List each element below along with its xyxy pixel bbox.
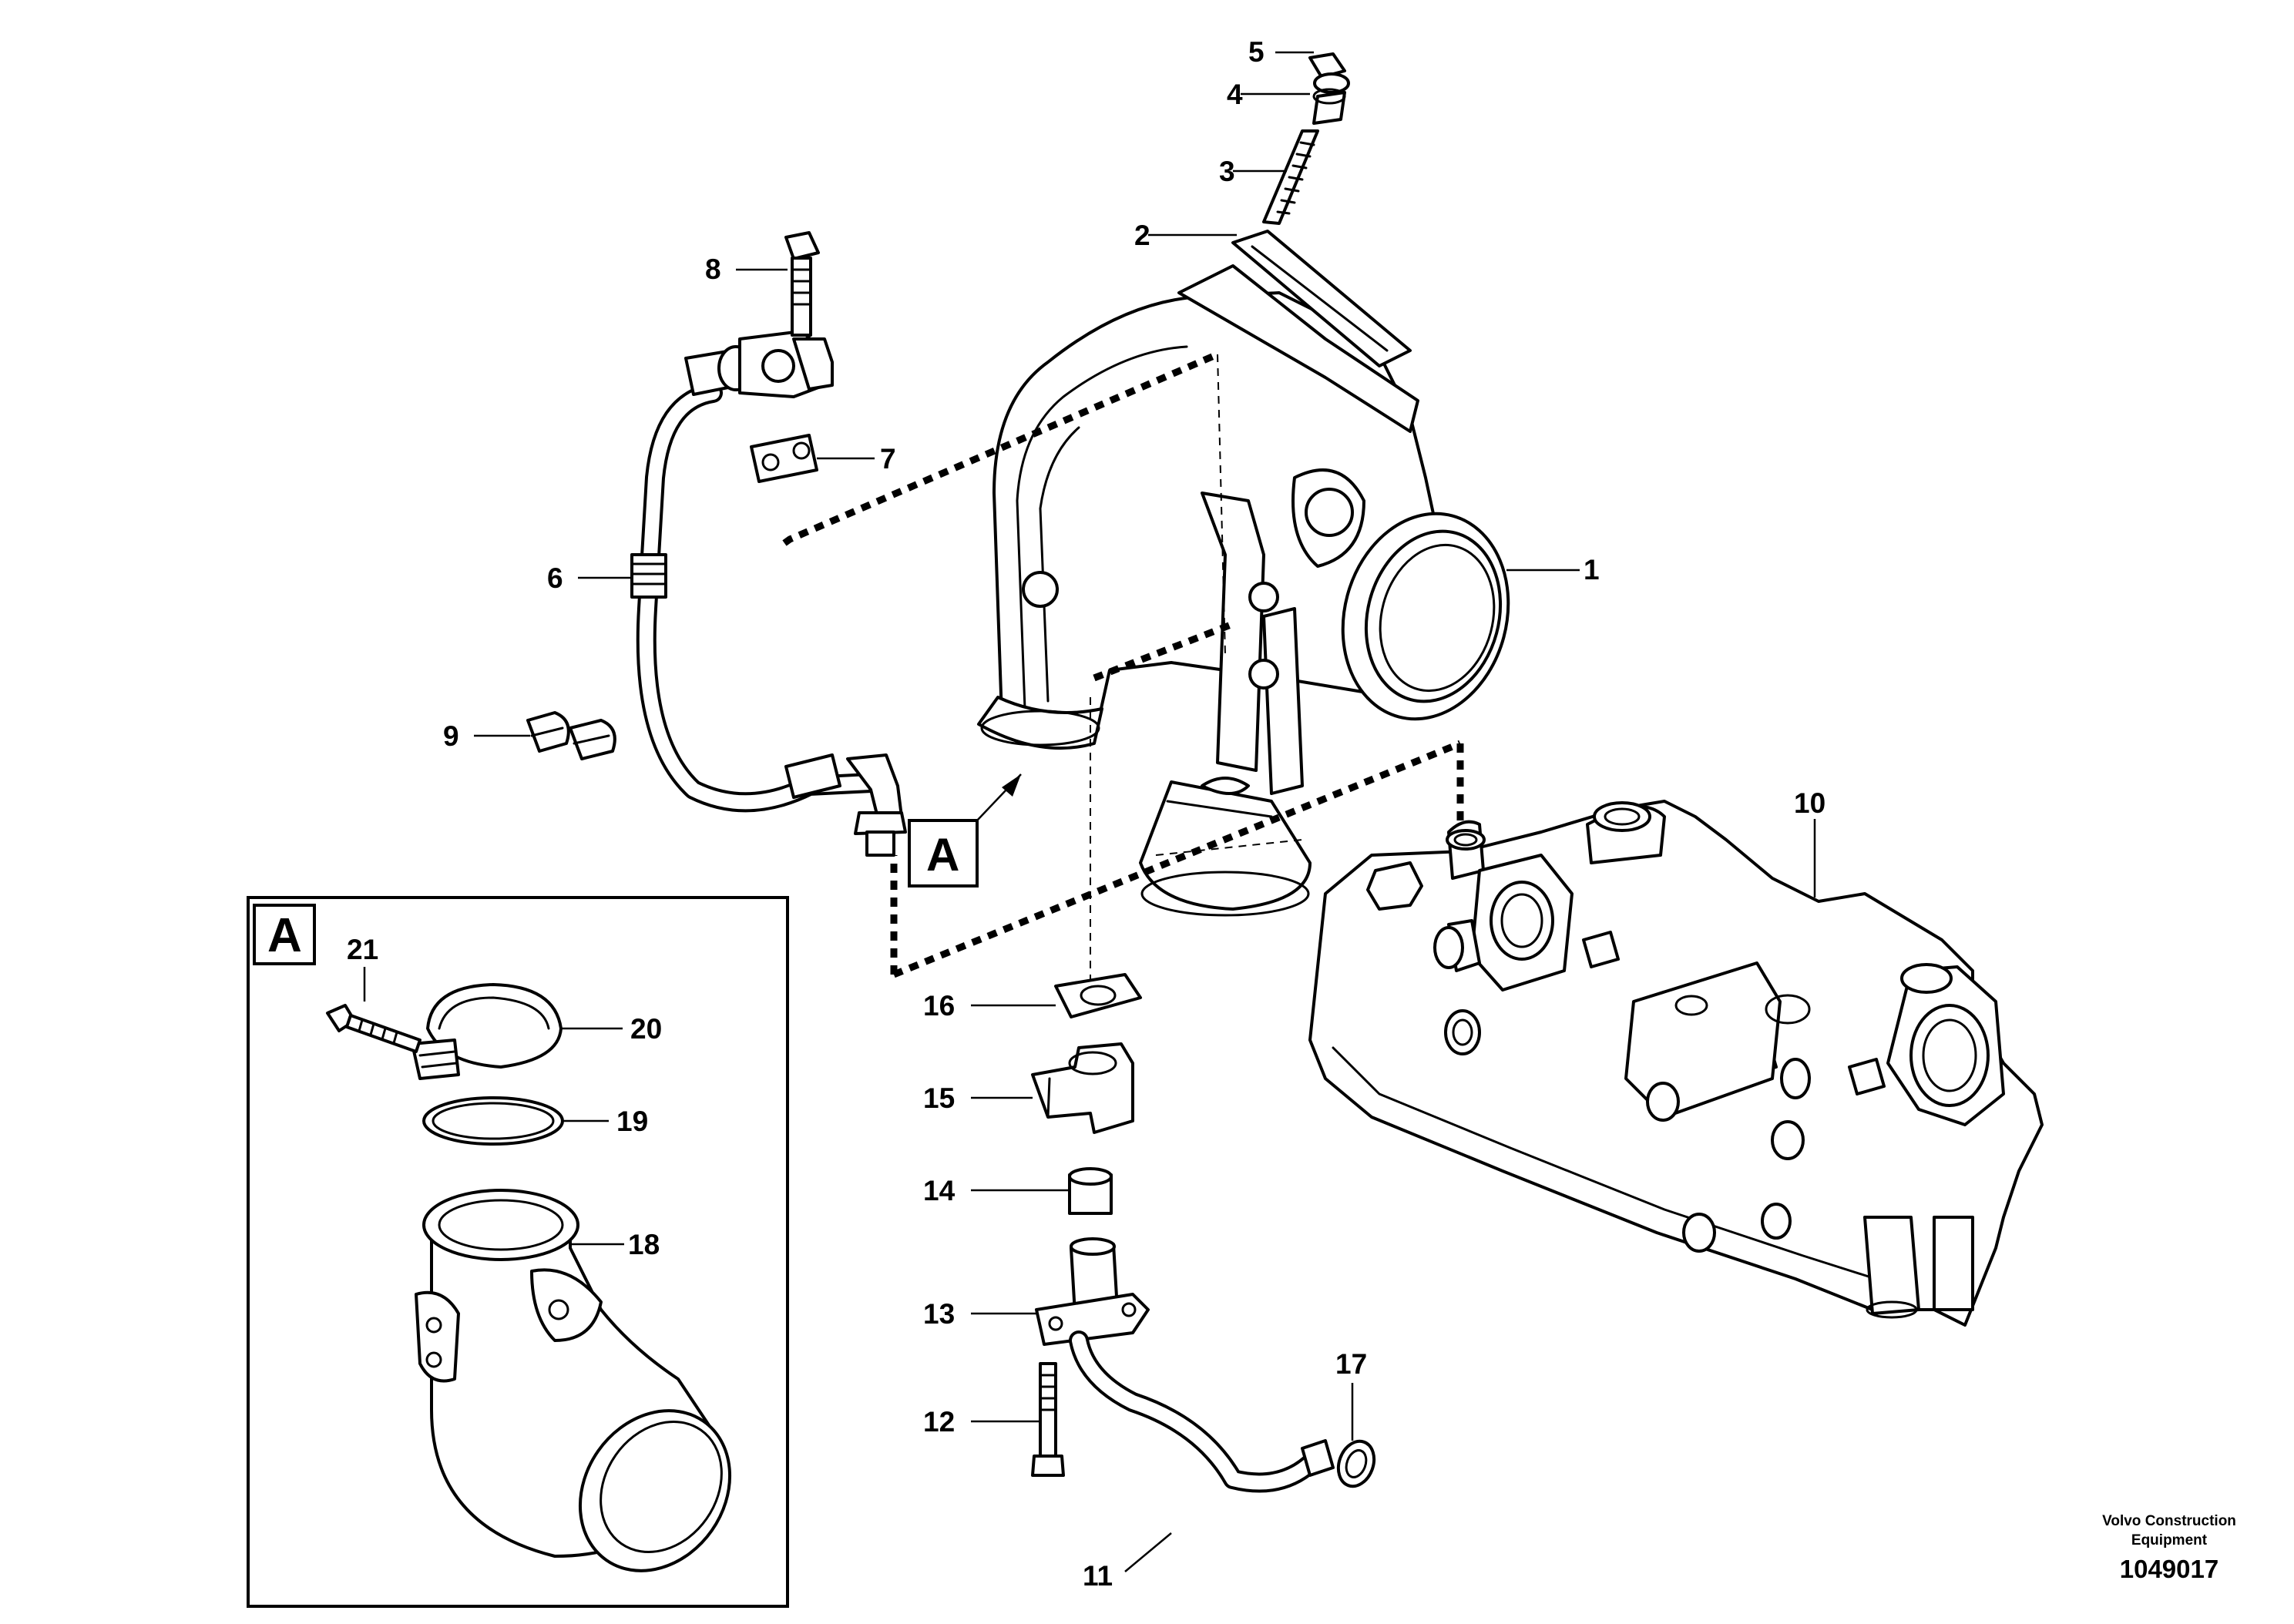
oil-drain-parts <box>1031 973 1376 1493</box>
callout-3: 3 <box>1219 156 1235 187</box>
inset-label: A <box>267 909 302 962</box>
callout-labels: 1 2 3 4 5 6 7 8 9 10 11 12 13 14 15 16 1… <box>347 36 1825 1592</box>
brand-line-1: Volvo Construction <box>2102 1513 2236 1529</box>
callout-19: 19 <box>616 1106 648 1137</box>
drawing-number: 1049017 <box>2120 1555 2218 1583</box>
callout-5: 5 <box>1248 36 1265 68</box>
callout-1: 1 <box>1584 554 1600 586</box>
pipe-clip <box>526 711 616 760</box>
callout-14: 14 <box>923 1175 956 1206</box>
callout-2: 2 <box>1134 220 1150 251</box>
callout-13: 13 <box>923 1298 955 1330</box>
callout-20: 20 <box>630 1013 662 1045</box>
callout-4: 4 <box>1227 79 1243 110</box>
detail-ref-label: A <box>926 829 959 881</box>
stud-and-nut <box>1262 52 1350 225</box>
callout-18: 18 <box>628 1229 660 1260</box>
oil-pipe <box>630 231 907 857</box>
assembly-path-lines <box>782 351 1464 986</box>
callout-15: 15 <box>923 1082 955 1114</box>
callout-10: 10 <box>1794 787 1825 819</box>
callout-21: 21 <box>347 934 378 965</box>
callout-7: 7 <box>880 443 896 475</box>
turbocharger <box>977 230 1510 917</box>
detail-a-inset <box>247 896 789 1608</box>
callout-16: 16 <box>923 990 955 1022</box>
callout-8: 8 <box>705 253 721 285</box>
leader-lines <box>363 51 1816 1572</box>
callout-6: 6 <box>547 562 563 594</box>
exhaust-manifold <box>1308 800 2044 1327</box>
callout-12: 12 <box>923 1406 955 1438</box>
callout-11: 11 <box>1083 1560 1113 1592</box>
callout-9: 9 <box>443 720 459 752</box>
brand-line-2: Equipment <box>2131 1532 2208 1549</box>
detail-a-reference <box>908 773 1022 887</box>
callout-17: 17 <box>1335 1348 1367 1380</box>
